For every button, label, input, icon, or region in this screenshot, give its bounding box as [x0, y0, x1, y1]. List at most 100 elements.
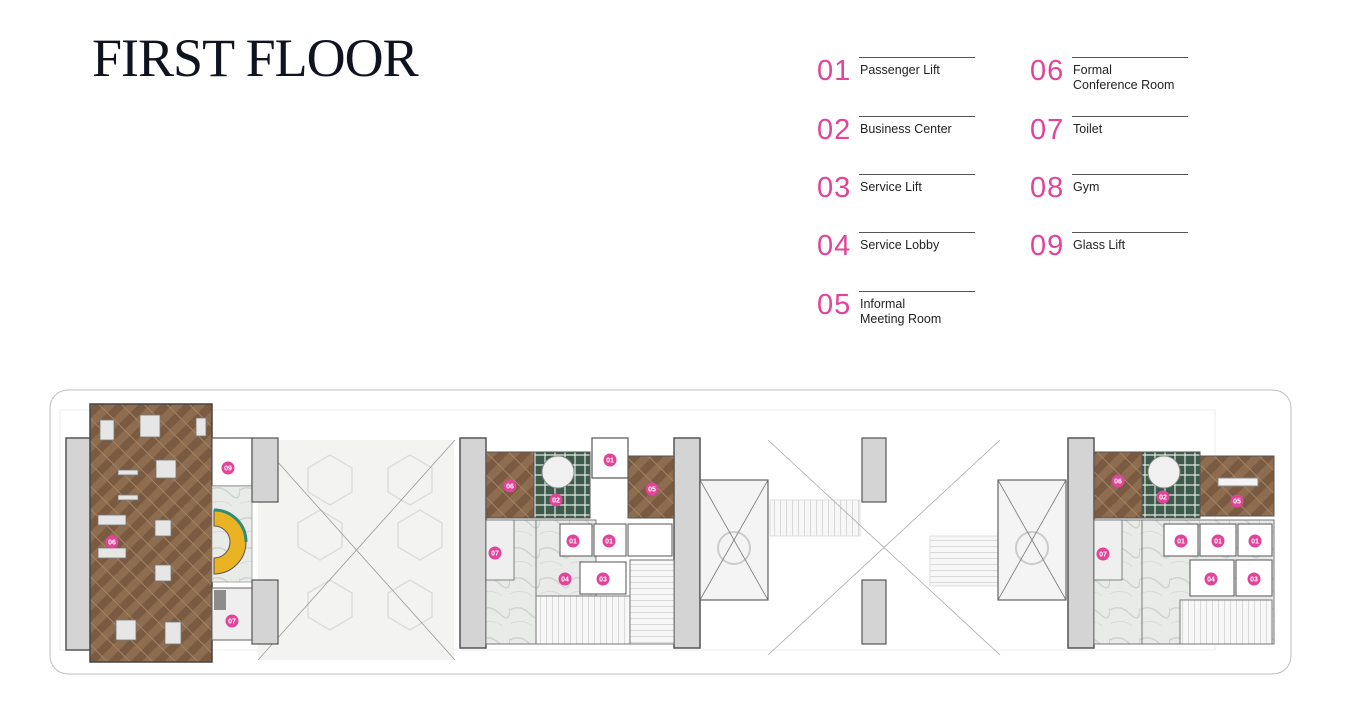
wall [251, 437, 279, 503]
legend-label: Formal Conference Room [1073, 63, 1175, 92]
legend-label: Passenger Lift [860, 63, 940, 77]
legend-number: 09 [1030, 230, 1065, 262]
marker-meeting: 05 [1230, 494, 1244, 508]
marker-service-lift: 03 [596, 572, 610, 586]
stair [629, 559, 675, 645]
legend-number: 08 [1030, 172, 1065, 204]
marker-passenger-lift: 01 [1174, 534, 1188, 548]
marker-label: 01 [569, 539, 577, 546]
legend-rule [859, 174, 975, 175]
legend-number: 06 [1030, 55, 1065, 87]
marker-label: 05 [1233, 499, 1241, 506]
marker-toilet: 07 [1096, 547, 1110, 561]
legend-number: 04 [817, 230, 852, 262]
legend-rule [859, 232, 975, 233]
marker-label: 06 [1114, 479, 1122, 486]
toilet-fixture [214, 590, 226, 610]
legend-number: 02 [817, 114, 852, 146]
marker-label: 06 [506, 484, 514, 491]
room-markers: 06 09 07 06 02 01 05 07 01 01 04 03 06 0… [105, 453, 1262, 628]
legend-number: 01 [817, 55, 852, 87]
marker-label: 07 [1099, 552, 1107, 559]
void-line [699, 479, 769, 601]
legend-number: 07 [1030, 114, 1065, 146]
stair [535, 595, 631, 645]
marker-label: 09 [224, 466, 232, 473]
marker-toilet: 07 [488, 546, 502, 560]
legend-item-service-lobby: 04 Service Lobby [817, 231, 977, 291]
legend-label: Service Lobby [860, 238, 940, 252]
marker-service-lobby: 04 [1204, 572, 1218, 586]
bridge [929, 535, 999, 587]
legend-label: Business Center [860, 122, 952, 136]
marker-business: 02 [549, 493, 563, 507]
legend-item-passenger-lift: 01 Passenger Lift [817, 56, 977, 116]
legend-rule [1072, 232, 1188, 233]
lift-shaft [1237, 523, 1273, 557]
legend-rule [859, 291, 975, 292]
marker-passenger-lift: 01 [1248, 534, 1262, 548]
page-title: FIRST FLOOR [92, 28, 419, 88]
lift-shaft [627, 523, 673, 557]
legend-rule [1072, 174, 1188, 175]
void-line [257, 439, 456, 661]
void-ornament [717, 531, 751, 565]
legend-item-business-center: 02 Business Center [817, 115, 977, 175]
meeting-table [1217, 477, 1259, 487]
marker-label: 01 [1214, 539, 1222, 546]
legend-item-formal-conference-room: 06 Formal Conference Room [1030, 56, 1190, 116]
marker-passenger-lift: 01 [1211, 534, 1225, 548]
legend-rule [859, 57, 975, 58]
marker-label: 05 [648, 487, 656, 494]
legend-label: Gym [1073, 180, 1100, 194]
marker-service-lift: 03 [1247, 572, 1261, 586]
marker-label: 01 [1251, 539, 1259, 546]
atrium-pattern [297, 454, 443, 631]
legend-label: Toilet [1073, 122, 1103, 136]
legend-label: Glass Lift [1073, 238, 1126, 252]
legend-item-informal-meeting-room: 05 Informal Meeting Room [817, 290, 977, 350]
legend-item-service-lift: 03 Service Lift [817, 173, 977, 233]
legend-item-toilet: 07 Toilet [1030, 115, 1190, 175]
marker-label: 02 [1159, 495, 1167, 502]
void-line [997, 479, 1067, 601]
wall [251, 579, 279, 645]
bridge [769, 499, 861, 537]
legend-rule [1072, 116, 1188, 117]
stair [1179, 599, 1273, 645]
marker-label: 01 [606, 458, 614, 465]
legend-number: 05 [817, 289, 852, 321]
wall [861, 579, 887, 645]
marker-label: 01 [1177, 539, 1185, 546]
marker-label: 04 [561, 577, 569, 584]
legend-label: Informal Meeting Room [860, 297, 942, 326]
stair-rail [213, 508, 248, 543]
legend-item-gym: 08 Gym [1030, 173, 1190, 233]
marker-passenger-lift: 01 [603, 453, 617, 467]
glass-lift [211, 437, 253, 487]
legend-rule [1072, 57, 1188, 58]
legend-rule [859, 116, 975, 117]
marker-passenger-lift: 01 [566, 534, 580, 548]
marker-label: 01 [605, 539, 613, 546]
marker-service-lobby: 04 [558, 572, 572, 586]
wall [673, 437, 701, 649]
round-table [1147, 455, 1181, 489]
void-ornament [1015, 531, 1049, 565]
round-table [541, 455, 575, 489]
marker-label: 03 [599, 577, 607, 584]
gym-equipment [97, 414, 207, 645]
legend-number: 03 [817, 172, 852, 204]
legend-label: Service Lift [860, 180, 922, 194]
marker-label: 06 [108, 540, 116, 547]
marker-toilet: 07 [225, 614, 239, 628]
marker-passenger-lift: 01 [602, 534, 616, 548]
marker-label: 07 [491, 551, 499, 558]
wall [459, 437, 487, 649]
wall [861, 437, 887, 503]
marker-gym: 06 [105, 535, 119, 549]
wall [1067, 437, 1095, 649]
marker-label: 02 [552, 498, 560, 505]
marker-label: 03 [1250, 577, 1258, 584]
